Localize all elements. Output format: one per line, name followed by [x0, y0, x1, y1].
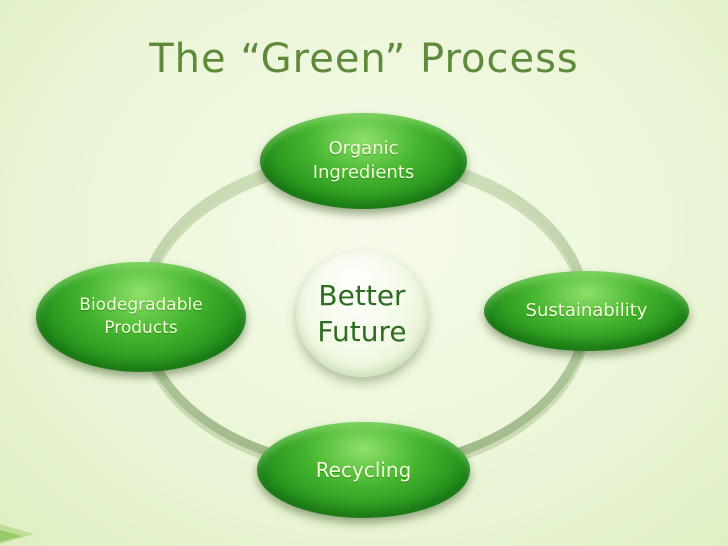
node-organic-ingredients: Organic Ingredients: [260, 113, 467, 209]
node-recycling: Recycling: [257, 422, 470, 518]
node-sustainability: Sustainability: [484, 271, 689, 351]
node-recycling-label: Recycling: [315, 457, 412, 482]
node-biodegradable-products: Biodegradable Products: [36, 262, 246, 372]
node-organic-ingredients-label: Organic Ingredients: [312, 137, 415, 183]
node-biodegradable-products-label: Biodegradable Products: [79, 295, 203, 338]
center-label: Better Future: [317, 278, 407, 348]
slide-title-text: The “Green” Process: [149, 36, 579, 82]
corner-arrow-icon: [0, 524, 34, 544]
slide-title: The “Green” Process: [0, 36, 728, 82]
node-sustainability-label: Sustainability: [525, 299, 648, 321]
center-better-future: Better Future: [296, 251, 428, 377]
